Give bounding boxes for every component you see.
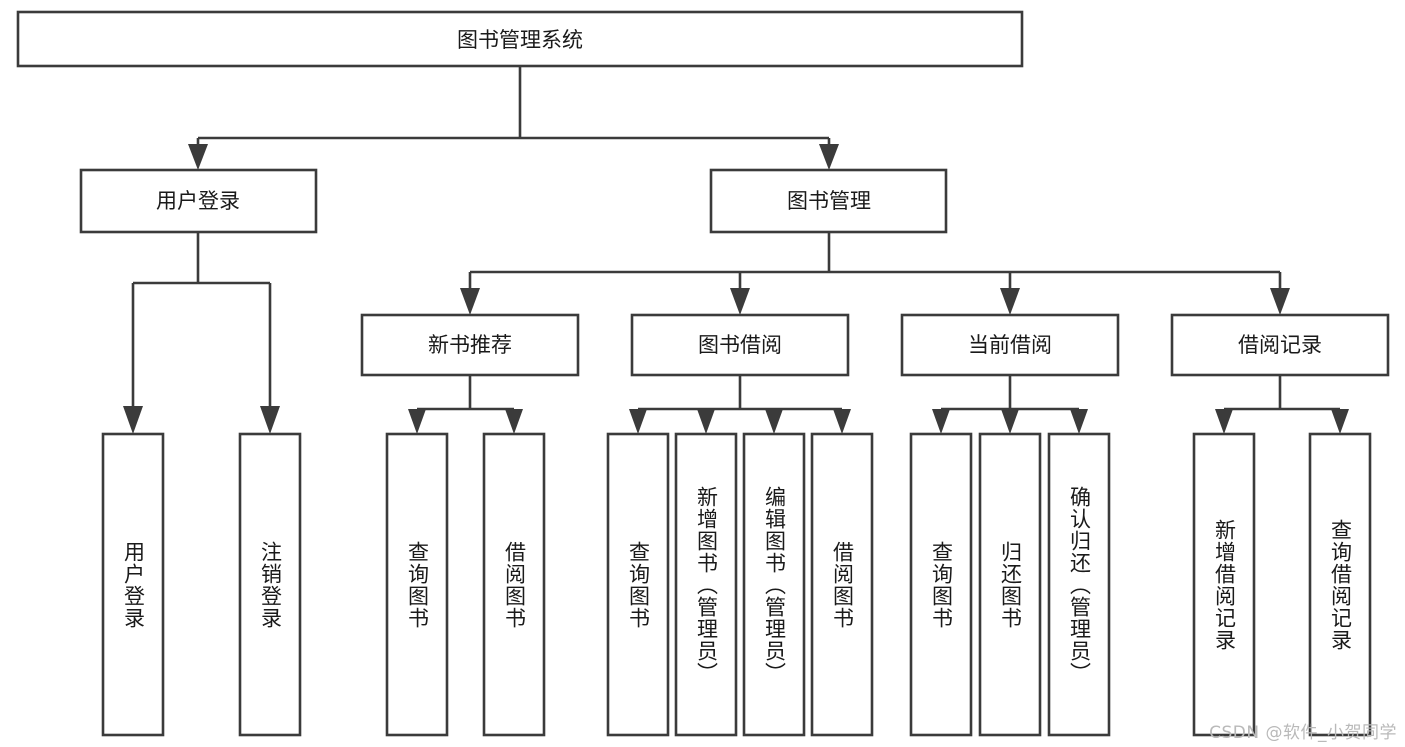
connector-layer bbox=[123, 66, 1349, 434]
node-label-user-login: 用户登录 bbox=[156, 189, 240, 213]
node-box-leaf-record-add[interactable] bbox=[1192, 432, 1256, 737]
node-box-user-login[interactable] bbox=[79, 168, 318, 234]
node-label-book-management: 图书管理 bbox=[787, 189, 871, 213]
arrow-head-leaf-borrow-add bbox=[697, 409, 715, 434]
arrow-head-leaf-borrow-query bbox=[629, 409, 647, 434]
node-box-leaf-user-login[interactable] bbox=[101, 432, 165, 737]
node-label-borrow-record: 借阅记录 bbox=[1238, 333, 1322, 357]
arrow-head-leaf-current-query bbox=[932, 409, 950, 434]
node-box-book-management[interactable] bbox=[709, 168, 948, 234]
node-box-leaf-record-query[interactable] bbox=[1308, 432, 1372, 737]
arrow-head-leaf-record-add bbox=[1215, 409, 1233, 434]
node-box-leaf-borrow-query[interactable] bbox=[606, 432, 670, 737]
node-box-book-borrow[interactable] bbox=[630, 313, 850, 377]
arrow-head-borrow-record bbox=[1270, 288, 1290, 315]
arrow-head-leaf-record-query bbox=[1331, 409, 1349, 434]
arrow-head-new-book-recommend bbox=[460, 288, 480, 315]
arrow-head-leaf-borrow-lend bbox=[833, 409, 851, 434]
node-box-new-book-recommend[interactable] bbox=[360, 313, 580, 377]
node-label-new-book-recommend: 新书推荐 bbox=[428, 333, 512, 357]
node-box-leaf-borrow-edit[interactable] bbox=[742, 432, 806, 737]
arrow-head-leaf-newbook-borrow bbox=[505, 409, 523, 434]
arrow-head-leaf-current-return bbox=[1001, 409, 1019, 434]
node-box-leaf-newbook-query[interactable] bbox=[385, 432, 449, 737]
node-box-leaf-newbook-borrow[interactable] bbox=[482, 432, 546, 737]
node-layer: 图书管理系统 用户登录 图书管理 新书推荐 图书借阅 当前借阅 借阅记录 bbox=[16, 10, 1390, 737]
node-box-leaf-current-query[interactable] bbox=[909, 432, 973, 737]
arrow-head-leaf-current-confirm bbox=[1070, 409, 1088, 434]
node-box-leaf-logout[interactable] bbox=[238, 432, 302, 737]
arrow-head-current-borrow bbox=[1000, 288, 1020, 315]
arrow-head-leaf-logout bbox=[260, 406, 280, 434]
arrow-head-book-borrow bbox=[730, 288, 750, 315]
node-label-book-borrow: 图书借阅 bbox=[698, 333, 782, 357]
node-box-leaf-current-return[interactable] bbox=[978, 432, 1042, 737]
node-box-root[interactable] bbox=[16, 10, 1024, 68]
node-box-leaf-borrow-lend[interactable] bbox=[810, 432, 874, 737]
arrow-head-user-login bbox=[188, 144, 208, 170]
node-label-root: 图书管理系统 bbox=[457, 28, 583, 52]
watermark-text: CSDN @软件_小贺同学 bbox=[1209, 723, 1397, 743]
node-label-current-borrow: 当前借阅 bbox=[968, 333, 1052, 357]
arrow-head-leaf-newbook-query bbox=[408, 409, 426, 434]
arrow-head-leaf-user-login bbox=[123, 406, 143, 434]
node-box-current-borrow[interactable] bbox=[900, 313, 1120, 377]
node-box-leaf-borrow-add[interactable] bbox=[674, 432, 738, 737]
node-box-borrow-record[interactable] bbox=[1170, 313, 1390, 377]
node-box-leaf-current-confirm[interactable] bbox=[1047, 432, 1111, 737]
arrow-head-leaf-borrow-edit bbox=[765, 409, 783, 434]
arrow-head-book-mgmt bbox=[819, 144, 839, 170]
